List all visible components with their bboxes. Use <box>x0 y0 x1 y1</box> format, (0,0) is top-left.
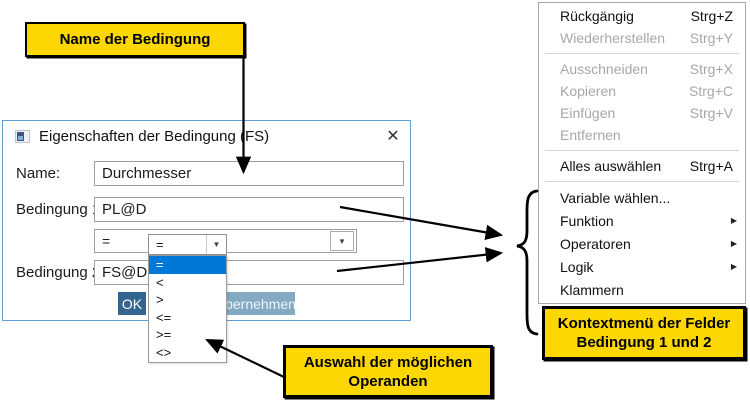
menu-item-operatoren[interactable]: Operatoren ▶ <box>560 235 737 252</box>
operator-combobox-value: = <box>102 233 111 249</box>
callout-name-der-bedingung: Name der Bedingung <box>25 22 245 57</box>
operator-dropdown-closed[interactable]: = ▼ <box>148 234 227 255</box>
condition1-label: Bedingung 1: <box>16 201 105 218</box>
condition1-input[interactable] <box>94 197 404 222</box>
menu-item-einfuegen[interactable]: Einfügen Strg+V <box>560 105 733 121</box>
condition2-label: Bedingung 2: <box>16 264 105 281</box>
operator-option[interactable]: <= <box>156 309 172 325</box>
operator-option[interactable]: >= <box>156 327 172 343</box>
operator-option[interactable]: <> <box>156 344 172 360</box>
operator-option[interactable]: = <box>149 256 226 274</box>
chevron-down-icon[interactable]: ▼ <box>330 231 354 251</box>
condition2-input[interactable] <box>94 260 404 285</box>
submenu-arrow-icon: ▶ <box>730 216 737 225</box>
operator-option[interactable]: < <box>156 274 164 290</box>
window-icon <box>15 130 30 143</box>
submenu-arrow-icon: ▶ <box>730 239 737 248</box>
name-input[interactable] <box>94 161 404 186</box>
curly-brace <box>516 189 539 336</box>
operator-option[interactable]: > <box>156 292 164 308</box>
menu-item-rueckgaengig[interactable]: Rückgängig Strg+Z <box>560 8 733 24</box>
operator-dropdown-value: = <box>156 237 164 252</box>
menu-item-entfernen[interactable]: Entfernen <box>560 127 621 143</box>
menu-item-klammern[interactable]: Klammern <box>560 281 624 298</box>
menu-item-funktion[interactable]: Funktion ▶ <box>560 212 737 229</box>
submenu-arrow-icon: ▶ <box>730 262 737 271</box>
chevron-down-icon[interactable]: ▼ <box>206 235 226 254</box>
callout-kontextmenu: Kontextmenü der Felder Bedingung 1 und 2 <box>542 306 746 360</box>
menu-separator <box>545 150 739 151</box>
menu-item-ausschneiden[interactable]: Ausschneiden Strg+X <box>560 61 733 77</box>
menu-separator <box>545 53 739 54</box>
menu-item-logik[interactable]: Logik ▶ <box>560 258 737 275</box>
menu-separator <box>545 181 739 182</box>
menu-item-wiederherstellen[interactable]: Wiederherstellen Strg+Y <box>560 30 733 46</box>
close-icon[interactable]: ✕ <box>386 128 400 145</box>
dialog-title: Eigenschaften der Bedingung (FS) <box>39 128 270 145</box>
apply-button-partially-covered[interactable]: bernehmen <box>225 292 296 315</box>
name-label: Name: <box>16 165 61 182</box>
menu-item-kopieren[interactable]: Kopieren Strg+C <box>560 83 733 99</box>
context-menu: Rückgängig Strg+Z Wiederherstellen Strg+… <box>538 2 746 304</box>
menu-item-variable-waehlen[interactable]: Variable wählen... <box>560 189 671 206</box>
operator-dropdown-list: = < > <= >= <> <box>148 255 227 363</box>
menu-item-alles-auswaehlen[interactable]: Alles auswählen Strg+A <box>560 158 733 174</box>
callout-auswahl-operanden: Auswahl der möglichen Operanden <box>283 345 493 398</box>
ok-button[interactable]: OK <box>118 292 146 315</box>
